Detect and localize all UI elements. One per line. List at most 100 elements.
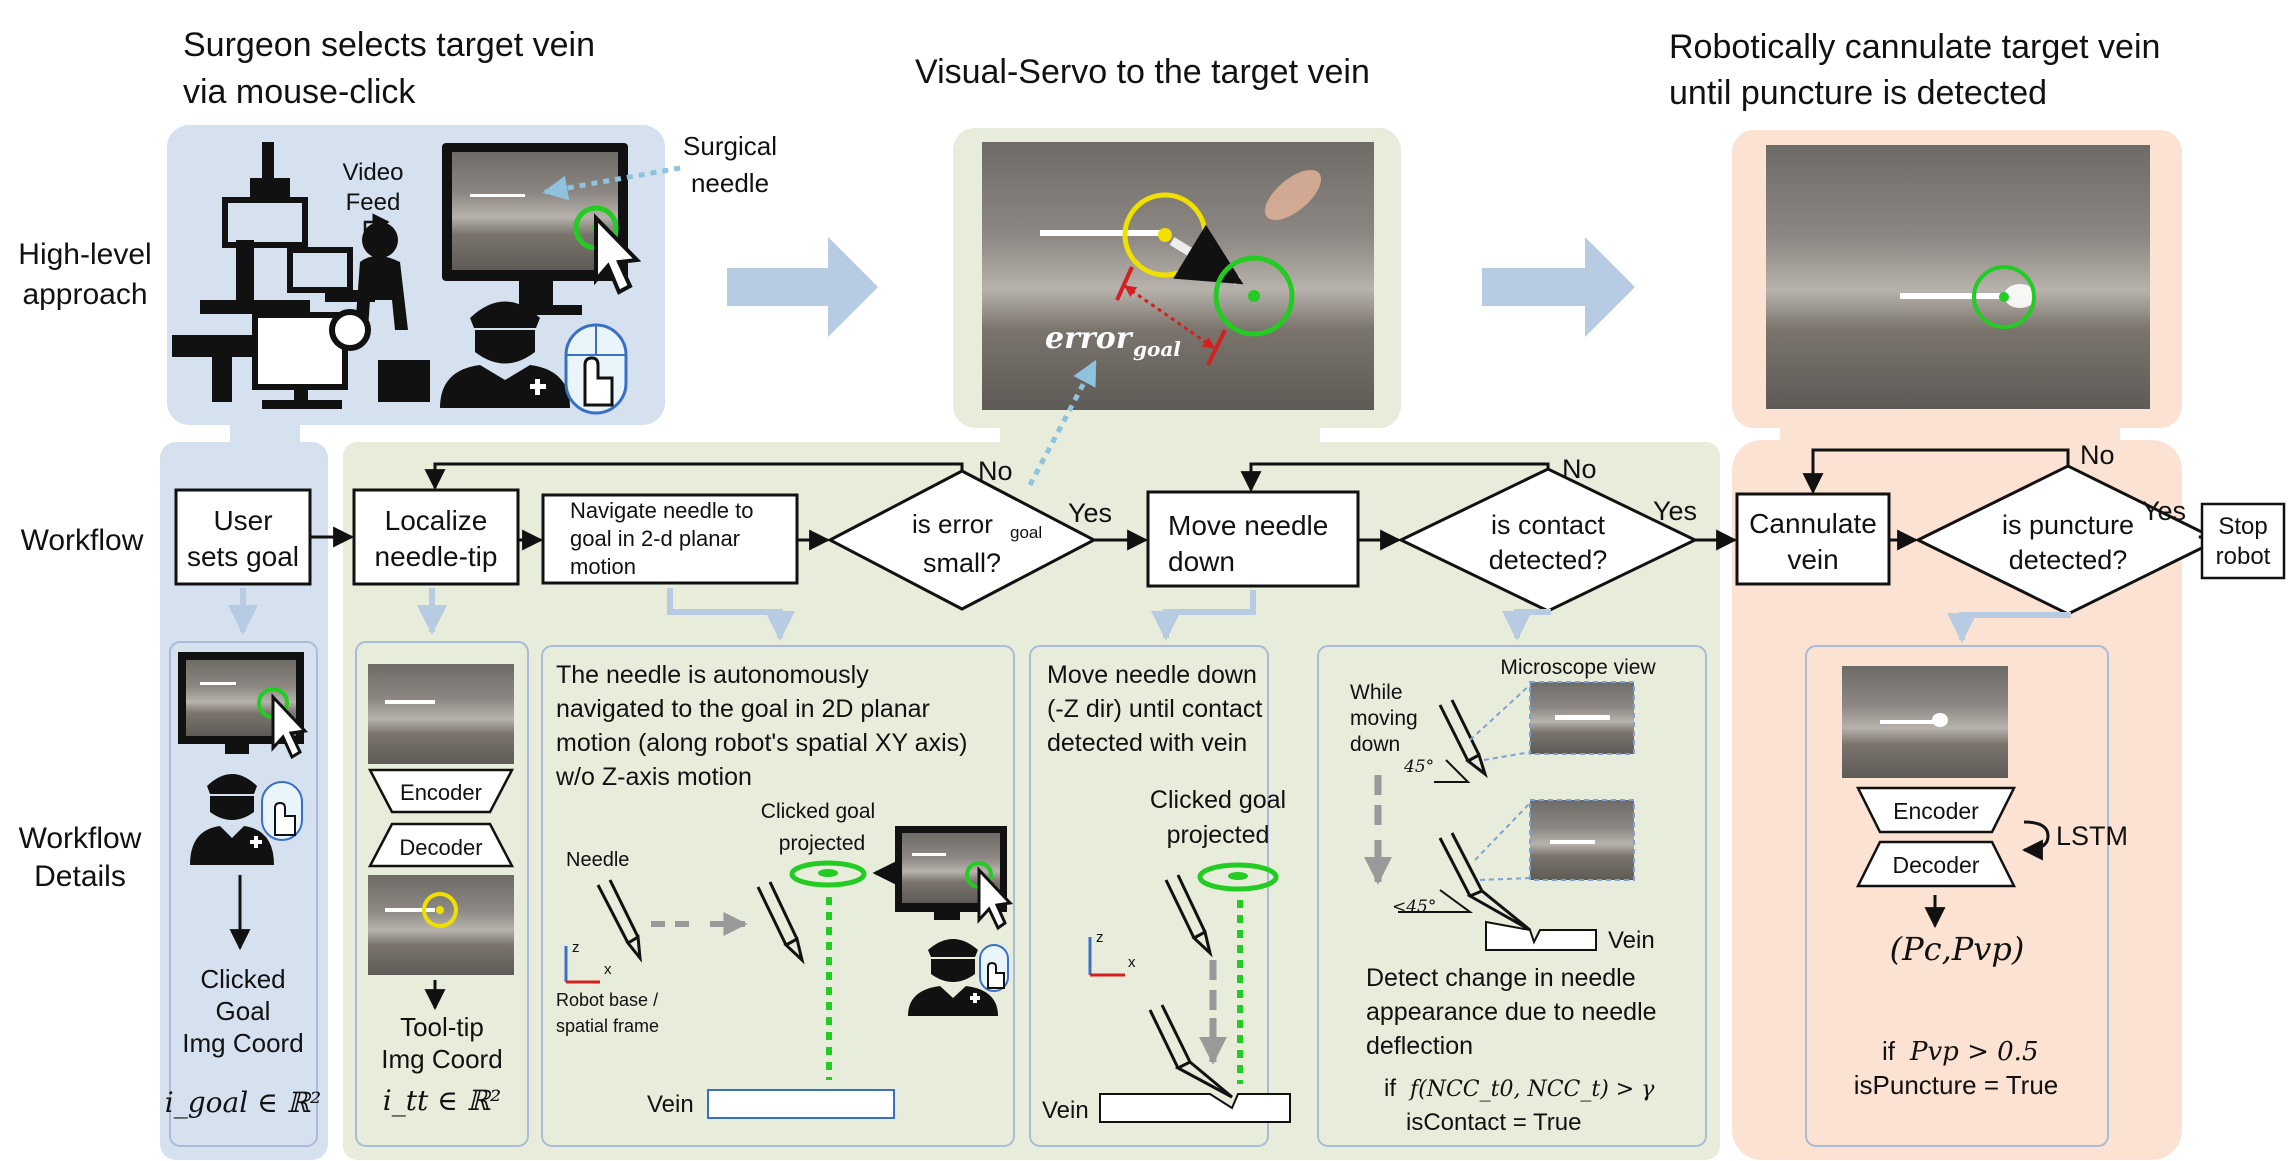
puncture-decoder: Decoder (1855, 840, 2017, 888)
svg-text:vein: vein (1787, 544, 1838, 575)
goal-caption-2: Goal (216, 996, 271, 1026)
navigate-needle-label: Needle (566, 849, 629, 871)
surgical-needle-label-2: needle (691, 168, 769, 198)
navigate-text-2: navigated to the goal in 2D planar (556, 695, 930, 723)
puncture-cond-formula: Pvp > 0.5 (1909, 1037, 2039, 1067)
contact-cond-if: if (1384, 1075, 1396, 1102)
navigate-text-4: w/o Z-axis motion (555, 763, 752, 791)
svg-text:is contact: is contact (1491, 510, 1606, 540)
goal-caption-3: Img Coord (182, 1028, 303, 1058)
row-label-high-level-1: High-level (18, 238, 151, 271)
navigate-clicked-2: projected (779, 832, 865, 855)
navigate-vein-label: Vein (647, 1091, 694, 1118)
label-no-2: No (1562, 454, 1597, 484)
frame-label-1: Robot base / (556, 990, 658, 1010)
header-middle: Visual-Servo to the target vein (915, 53, 1370, 91)
goal-monitor (178, 652, 309, 760)
header-right-line1: Robotically cannulate target vein (1669, 28, 2160, 66)
node-navigate: Navigate needle to goal in 2-d planar mo… (541, 493, 799, 585)
while-label-1: While (1350, 681, 1403, 704)
surgical-needle-label-1: Surgical (683, 131, 777, 161)
navigate-monitor (895, 826, 1014, 931)
projected-goal-dot (818, 869, 838, 877)
frame-axes-1: z x (564, 939, 612, 984)
svg-text:Encoder: Encoder (1893, 798, 1979, 824)
contact-result: isContact = True (1406, 1109, 1581, 1136)
svg-text:small?: small? (923, 548, 1001, 578)
puncture-encoder: Encoder (1855, 786, 2017, 834)
video-feed-line2: Feed (346, 189, 401, 216)
row-label-high-level-2: approach (22, 278, 147, 311)
svg-text:x: x (1128, 954, 1136, 971)
move-goal-ring (1197, 862, 1279, 892)
label-yes-1: Yes (1068, 498, 1112, 528)
goal-caption-1: Clicked (200, 964, 285, 994)
move-needle-bottom (1148, 1004, 1233, 1099)
svg-text:is error: is error (912, 509, 993, 539)
detail-box-puncture (1805, 645, 2109, 1147)
move-vein-bar (1099, 1093, 1291, 1123)
flow-arrow-2 (1482, 237, 1635, 337)
microscope-view-2 (1529, 799, 1635, 881)
contact-vein-label: Vein (1608, 927, 1655, 954)
detail-box-contact (1317, 645, 1707, 1147)
error-goal-label: error (1045, 321, 1134, 356)
svg-text:needle-tip: needle-tip (375, 541, 498, 572)
detail-arrow-navigate (667, 588, 795, 641)
svg-text:User: User (213, 505, 272, 536)
tooltip-formula: i_tt ∈ ℝ² (383, 1084, 501, 1117)
move-vein-label: Vein (1042, 1097, 1089, 1124)
detail-box-move (1029, 645, 1269, 1147)
row-label-details-1: Workflow (19, 822, 142, 855)
node-localize: Localize needle-tip (352, 488, 520, 586)
contact-needle-bottom (1438, 832, 1531, 932)
angle-marker-2 (1398, 889, 1474, 913)
row-label-details-2: Details (34, 860, 126, 893)
goal-formula: i_goal ∈ ℝ² (165, 1086, 321, 1119)
surgeon-icon (440, 301, 570, 408)
node-cannulate: Cannulate vein (1735, 492, 1891, 586)
contact-needle-top (1438, 699, 1488, 779)
label-yes-3: Yes (2142, 496, 2186, 526)
error-goal-sub: goal (1133, 337, 1181, 361)
edge-loop-no-3 (1802, 448, 2070, 495)
needle-icon-start (596, 879, 642, 963)
node-user-sets-goal: User sets goal (174, 488, 312, 586)
frame-axes-2: z x (1088, 929, 1136, 977)
label-no-3: No (2080, 440, 2115, 470)
projected-goal-ring (789, 860, 867, 888)
svg-text:sets goal: sets goal (187, 541, 299, 572)
svg-text:goal in 2-d planar: goal in 2-d planar (570, 526, 740, 551)
header-left-line1: Surgeon selects target vein (183, 26, 595, 64)
needle-icon-end (756, 881, 805, 965)
move-text-2: (-Z dir) until contact (1047, 695, 1262, 723)
detail-box-localize (355, 641, 529, 1147)
microscope-view-1 (1529, 681, 1635, 755)
mouse-click-icon (564, 323, 628, 415)
svg-text:detected?: detected? (2009, 545, 2128, 575)
svg-text:Encoder: Encoder (400, 780, 482, 805)
contact-text-3: deflection (1366, 1032, 1473, 1060)
visual-servo-image: error goal (982, 142, 1374, 410)
localize-input-image (368, 664, 514, 764)
svg-text:motion: motion (570, 554, 636, 579)
node-move-down: Move needle down (1146, 490, 1360, 588)
svg-text:goal: goal (1010, 523, 1042, 542)
svg-text:Cannulate: Cannulate (1749, 508, 1877, 539)
svg-text:is puncture: is puncture (2002, 510, 2134, 540)
move-text-1: Move needle down (1047, 661, 1257, 689)
lstm-loop-icon (2021, 820, 2050, 861)
header-right-line2: until puncture is detected (1669, 74, 2047, 112)
video-feed-arrow-icon (363, 213, 390, 245)
svg-text:Localize: Localize (385, 505, 488, 536)
move-needle-top (1164, 874, 1213, 958)
puncture-output: (Pc,Pvp) (1890, 930, 2025, 968)
header-left-line2: via mouse-click (183, 73, 416, 111)
microscope-view-label: Microscope view (1500, 656, 1656, 679)
move-clicked-2: projected (1167, 821, 1270, 849)
svg-text:Move needle: Move needle (1168, 510, 1328, 541)
contact-cond-formula: f(NCC_t0, NCC_t) > γ (1408, 1077, 1655, 1102)
navigate-surgeon-icon (908, 939, 1009, 1016)
svg-text:robot: robot (2216, 543, 2271, 570)
